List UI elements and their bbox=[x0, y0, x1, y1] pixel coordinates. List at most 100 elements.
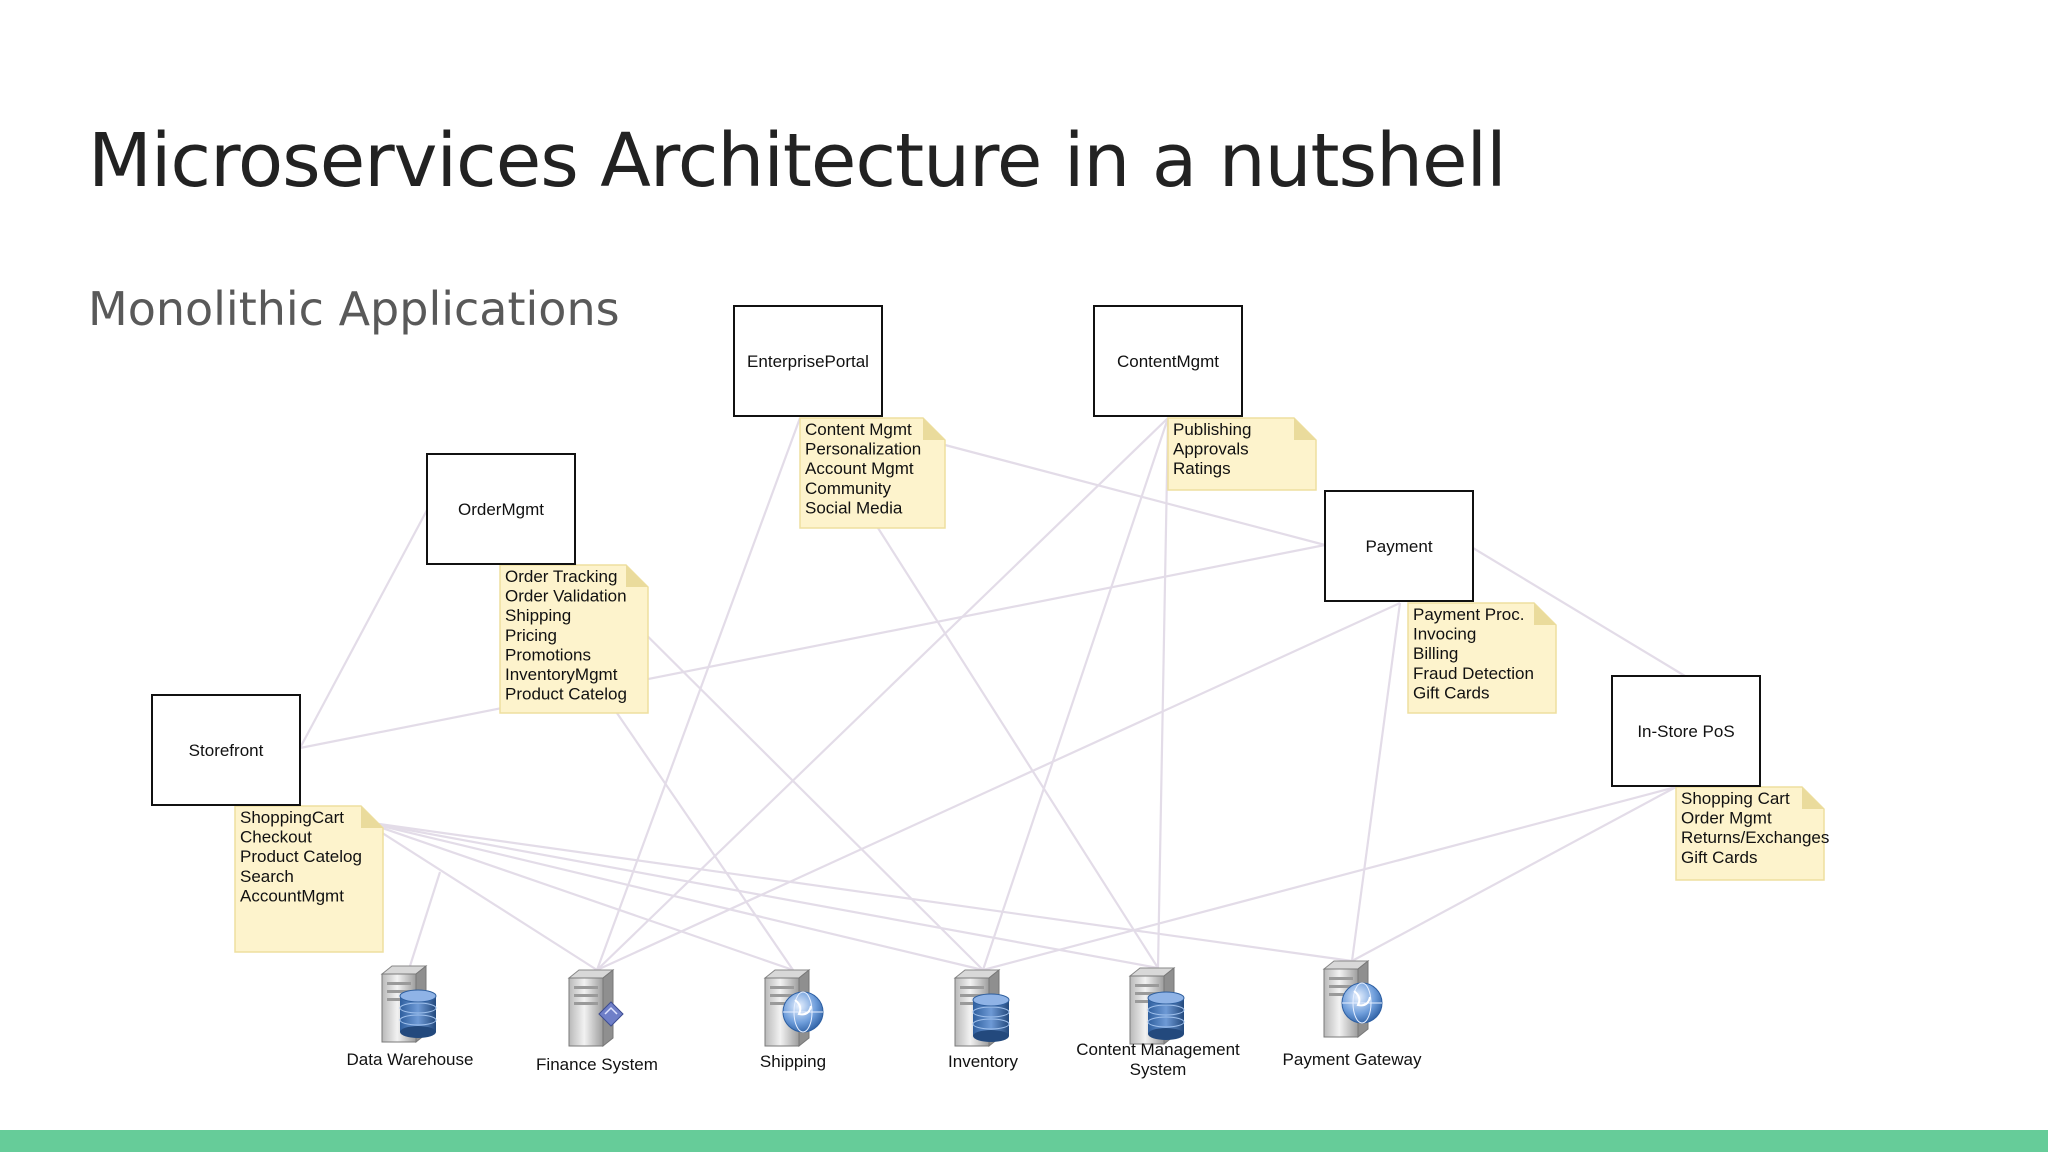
note-paper bbox=[1407, 602, 1557, 714]
note-paper bbox=[234, 805, 384, 953]
system-label: Data Warehouse bbox=[347, 1050, 474, 1069]
app-box-ordermgmt: OrderMgmt bbox=[426, 453, 576, 565]
note-fold bbox=[626, 565, 648, 587]
feature-item: Fraud Detection bbox=[1413, 664, 1534, 683]
system-shipping: Shipping bbox=[760, 968, 826, 1071]
app-box-label: OrderMgmt bbox=[458, 500, 544, 519]
connector-line bbox=[408, 871, 442, 967]
system-label: Finance System bbox=[536, 1055, 658, 1074]
app-box-frame bbox=[151, 694, 301, 806]
database-server-icon bbox=[1128, 966, 1185, 1046]
feature-item: InventoryMgmt bbox=[505, 665, 618, 684]
feature-item: Social Media bbox=[805, 498, 903, 517]
note-paper bbox=[1675, 786, 1825, 881]
connector-lines bbox=[299, 417, 1686, 972]
connector-line bbox=[1351, 786, 1677, 962]
feature-item: Account Mgmt bbox=[805, 459, 914, 478]
system-datawarehouse: Data Warehouse bbox=[347, 964, 474, 1069]
connector-line bbox=[982, 785, 1677, 972]
app-box-label: In-Store PoS bbox=[1637, 722, 1734, 741]
connector-line bbox=[877, 527, 1159, 969]
app-box-frame bbox=[733, 305, 883, 417]
connector-line bbox=[1156, 417, 1170, 969]
system-inventory: Inventory bbox=[948, 968, 1018, 1071]
app-box-instorepos: In-Store PoS bbox=[1611, 675, 1761, 787]
connector-line bbox=[364, 821, 598, 971]
app-box-contentmgmt: ContentMgmt bbox=[1093, 305, 1243, 417]
system-label: Inventory bbox=[948, 1052, 1018, 1071]
note-paper bbox=[799, 417, 946, 529]
system-label: Content Management bbox=[1076, 1040, 1240, 1059]
feature-item: Personalization bbox=[805, 440, 921, 459]
connector-line bbox=[364, 820, 794, 972]
app-server-icon bbox=[567, 968, 624, 1048]
system-label: Shipping bbox=[760, 1052, 826, 1071]
app-box-frame bbox=[1324, 490, 1474, 602]
app-box-storefront: Storefront bbox=[151, 694, 301, 806]
feature-item: Order Mgmt bbox=[1681, 809, 1772, 828]
system-paymentgateway: Payment Gateway bbox=[1283, 959, 1422, 1069]
feature-item: Invocing bbox=[1413, 625, 1476, 644]
app-box-frame bbox=[1093, 305, 1243, 417]
web-server-icon bbox=[1322, 959, 1383, 1039]
feature-item: Promotions bbox=[505, 645, 591, 664]
footer-accent-bar bbox=[0, 1130, 2048, 1152]
feature-item: Community bbox=[805, 479, 891, 498]
feature-item: Order Validation bbox=[505, 587, 627, 606]
connector-line bbox=[981, 417, 1170, 971]
note-fold bbox=[1294, 418, 1316, 440]
connector-line bbox=[595, 417, 802, 971]
system-label: Payment Gateway bbox=[1283, 1050, 1422, 1069]
web-server-icon bbox=[763, 968, 824, 1048]
app-box-frame bbox=[426, 453, 576, 565]
feature-item: Pricing bbox=[505, 626, 557, 645]
connector-line bbox=[299, 509, 428, 749]
note-fold bbox=[361, 806, 383, 828]
connector-line bbox=[1350, 602, 1402, 962]
app-box-frame bbox=[1611, 675, 1761, 787]
connector-line bbox=[364, 820, 1353, 963]
app-box-label: Storefront bbox=[189, 741, 264, 760]
system-finance: Finance System bbox=[536, 968, 658, 1074]
feature-item: Order Tracking bbox=[505, 567, 617, 586]
app-box-label: EnterprisePortal bbox=[747, 352, 869, 371]
app-box-payment: Payment bbox=[1324, 490, 1474, 602]
feature-item: Gift Cards bbox=[1413, 683, 1490, 702]
feature-item: Shopping Cart bbox=[1681, 789, 1790, 808]
feature-item: Publishing bbox=[1173, 420, 1251, 439]
feature-item: Product Catelog bbox=[505, 685, 627, 704]
feature-item: Ratings bbox=[1173, 459, 1231, 478]
connector-line bbox=[607, 699, 794, 971]
connector-line bbox=[596, 601, 1401, 972]
feature-item: Payment Proc. bbox=[1413, 605, 1525, 624]
note-fold bbox=[923, 418, 945, 440]
app-box-label: ContentMgmt bbox=[1117, 352, 1219, 371]
note-paper bbox=[499, 564, 649, 714]
database-server-icon bbox=[380, 964, 437, 1044]
feature-item: AccountMgmt bbox=[240, 886, 344, 905]
feature-item: Checkout bbox=[240, 828, 312, 847]
slide-title: Microservices Architecture in a nutshell bbox=[88, 118, 1507, 204]
application-boxes: Storefront OrderMgmt EnterprisePortal Conte… bbox=[151, 305, 1761, 806]
feature-item: Approvals bbox=[1173, 440, 1249, 459]
feature-item: Product Catelog bbox=[240, 847, 362, 866]
note-fold bbox=[1534, 603, 1556, 625]
system-label: System bbox=[1130, 1060, 1187, 1079]
note-paper bbox=[1167, 417, 1317, 491]
app-box-enterpriseportal: EnterprisePortal bbox=[733, 305, 883, 417]
feature-item: ShoppingCart bbox=[240, 808, 344, 827]
note-fold bbox=[1802, 787, 1824, 809]
backend-systems: Data Warehouse Finance System Shipping Inve… bbox=[347, 959, 1422, 1079]
connector-line bbox=[299, 543, 1326, 750]
feature-item: Billing bbox=[1413, 644, 1458, 663]
connector-line bbox=[944, 443, 1326, 547]
feature-item: Returns/Exchanges bbox=[1681, 828, 1829, 847]
connector-line bbox=[1472, 547, 1686, 677]
